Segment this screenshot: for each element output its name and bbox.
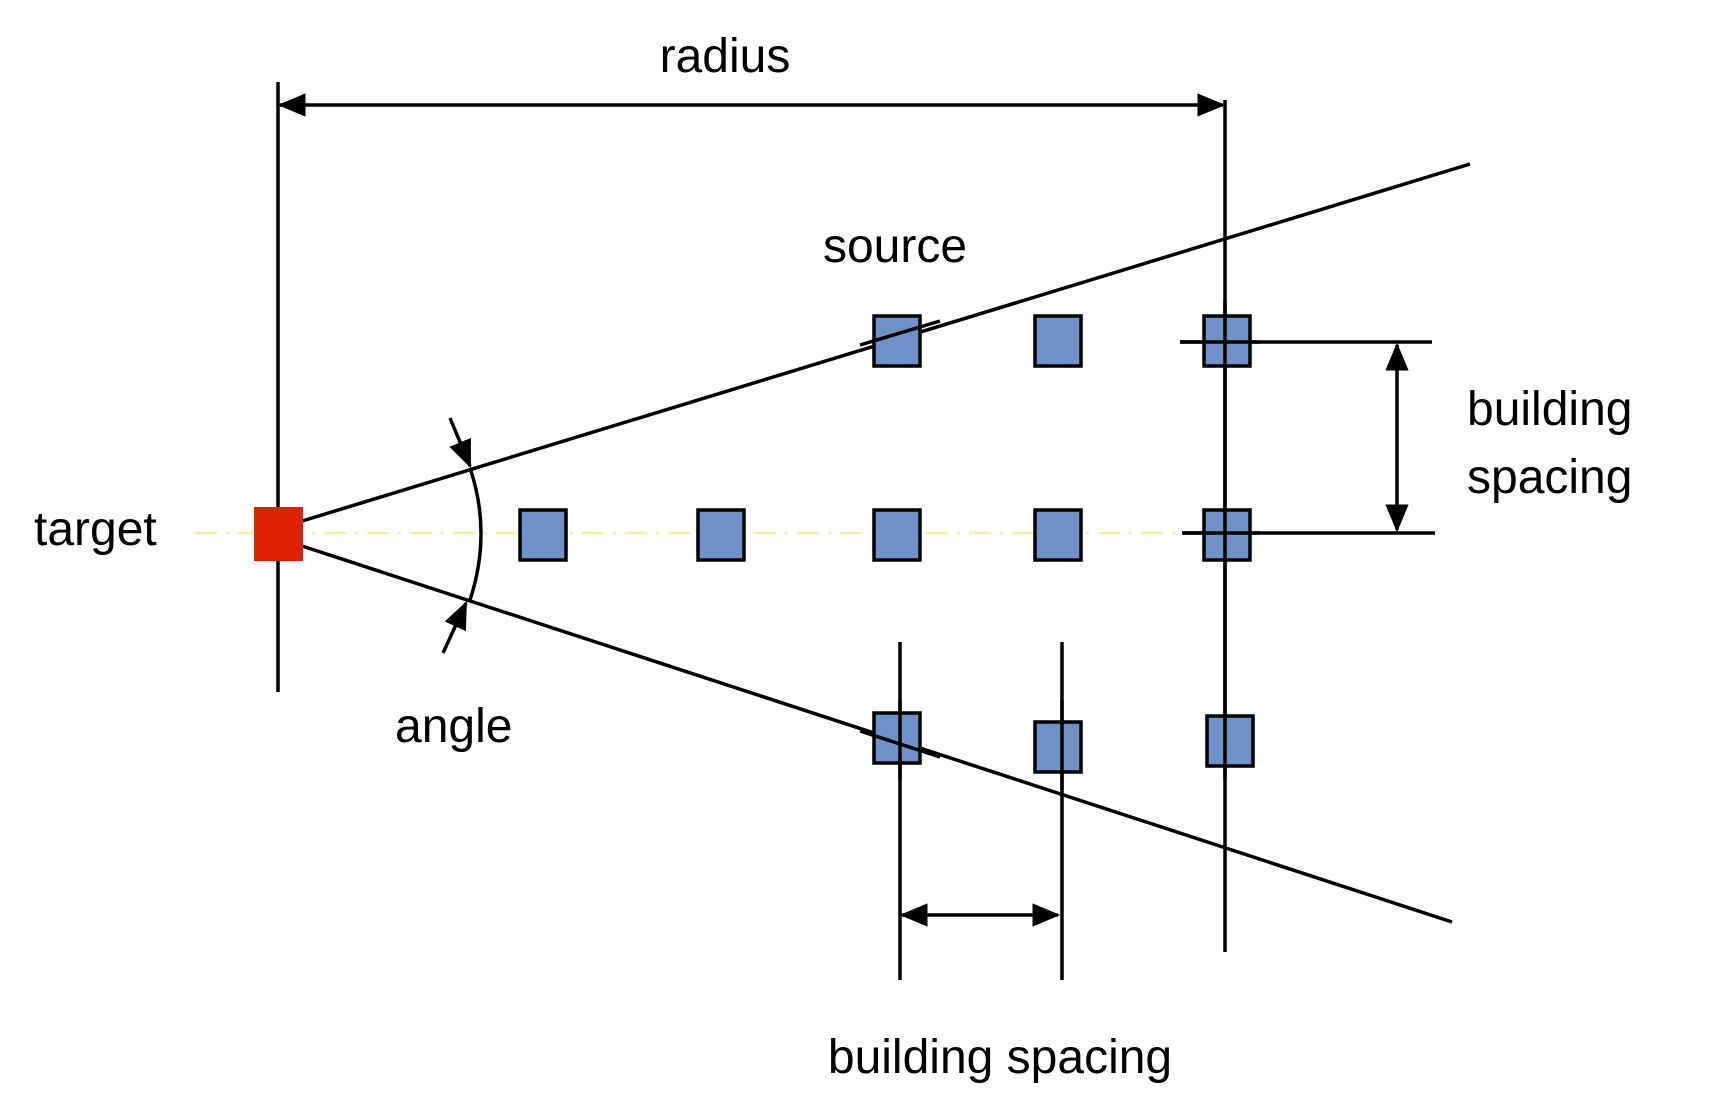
sector-upper-line-overlay <box>859 319 941 347</box>
source-building <box>1033 314 1083 368</box>
angle-arrow-lower <box>441 600 468 654</box>
building-spacing-horizontal-label: building spacing <box>828 1031 1172 1084</box>
angle-arc <box>468 467 483 601</box>
source-building <box>1205 714 1255 768</box>
radius-label: radius <box>660 30 791 83</box>
building-spacing-vertical-line1: building <box>1467 383 1632 436</box>
source-building <box>518 508 568 562</box>
source-building <box>696 508 746 562</box>
angle-arrow-upper <box>448 417 472 469</box>
building-spacing-vertical-line2: spacing <box>1467 451 1632 504</box>
source-label: source <box>823 220 967 273</box>
source-building <box>872 314 922 368</box>
angle-label: angle <box>395 700 512 753</box>
source-building <box>872 508 922 562</box>
source-building <box>1033 720 1083 774</box>
sector-lower-line-overlay <box>859 729 941 759</box>
source-building <box>1033 508 1083 562</box>
source-building <box>1202 508 1252 562</box>
target-label: target <box>34 503 157 556</box>
target-marker <box>254 507 303 561</box>
